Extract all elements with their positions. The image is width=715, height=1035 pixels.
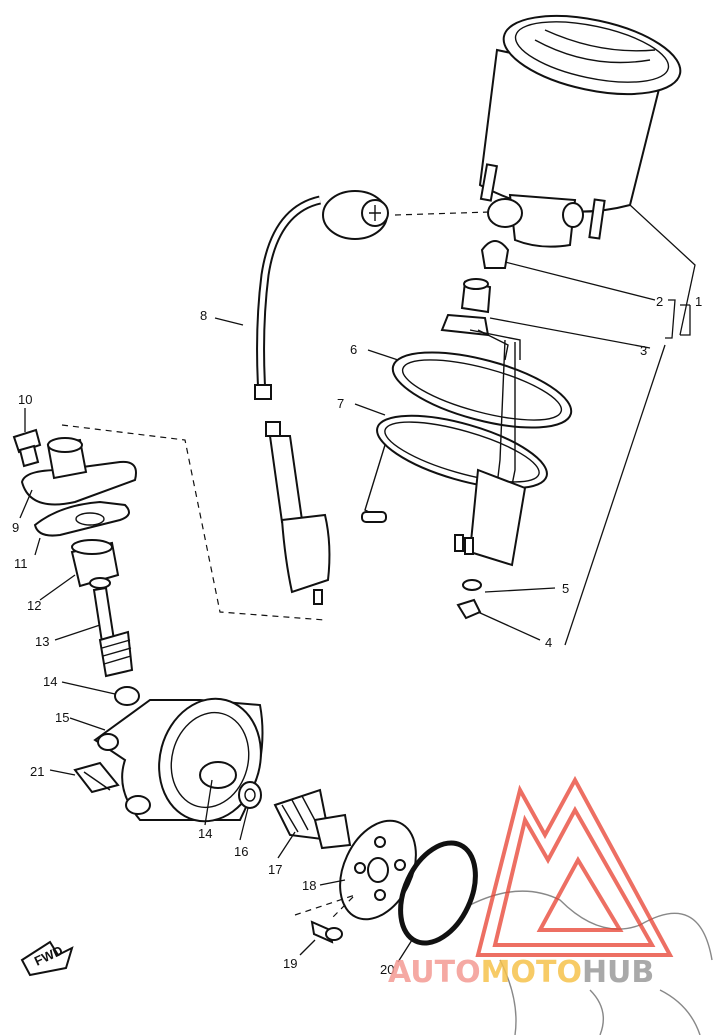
washer-5	[462, 579, 482, 591]
callout-4: 4	[545, 635, 552, 650]
callout-16: 16	[234, 844, 248, 859]
drive-gear-housing	[12, 428, 478, 946]
callout-5: 5	[562, 581, 569, 596]
watermark-text: AUTOMOTOHUB	[388, 955, 654, 990]
watermark-auto: AUTO	[388, 955, 481, 990]
meter-gaskets	[361, 339, 573, 567]
callout-numbers: 1 2 3 4 5 6 7 8 9 10 11 12 13 14 14 15 1…	[12, 294, 702, 977]
callout-10: 10	[18, 392, 32, 407]
watermark-hub: HUB	[582, 955, 654, 990]
o-ring-20	[398, 840, 478, 946]
connection-lines	[61, 211, 491, 921]
leader-lines	[19, 204, 696, 963]
callout-11: 11	[14, 556, 28, 571]
watermark-moto: MOTO	[481, 955, 582, 990]
callout-18: 18	[302, 878, 316, 893]
fwd-arrow: FWD	[20, 940, 74, 977]
callout-21: 21	[30, 764, 44, 779]
callout-14-bottom: 14	[198, 826, 212, 841]
speedometer-cable	[254, 190, 389, 605]
callout-20: 20	[380, 962, 394, 977]
callout-3: 3	[640, 343, 647, 358]
callout-14-top: 14	[43, 674, 57, 689]
watermark-logo	[475, 775, 674, 957]
callout-12: 12	[27, 598, 41, 613]
callout-15: 15	[55, 710, 69, 725]
callout-19: 19	[283, 956, 297, 971]
callout-17: 17	[268, 862, 282, 877]
callout-8: 8	[200, 308, 207, 323]
callout-9: 9	[12, 520, 19, 535]
bulb-and-socket	[440, 240, 521, 361]
callout-13: 13	[35, 634, 49, 649]
watermark: AUTOMOTOHUB	[388, 775, 713, 1035]
nut-4	[456, 598, 482, 620]
callout-6: 6	[350, 342, 357, 357]
callout-7: 7	[337, 396, 344, 411]
speedometer-assembly	[478, 14, 682, 248]
callout-2: 2	[656, 294, 663, 309]
callout-1: 1	[695, 294, 702, 309]
